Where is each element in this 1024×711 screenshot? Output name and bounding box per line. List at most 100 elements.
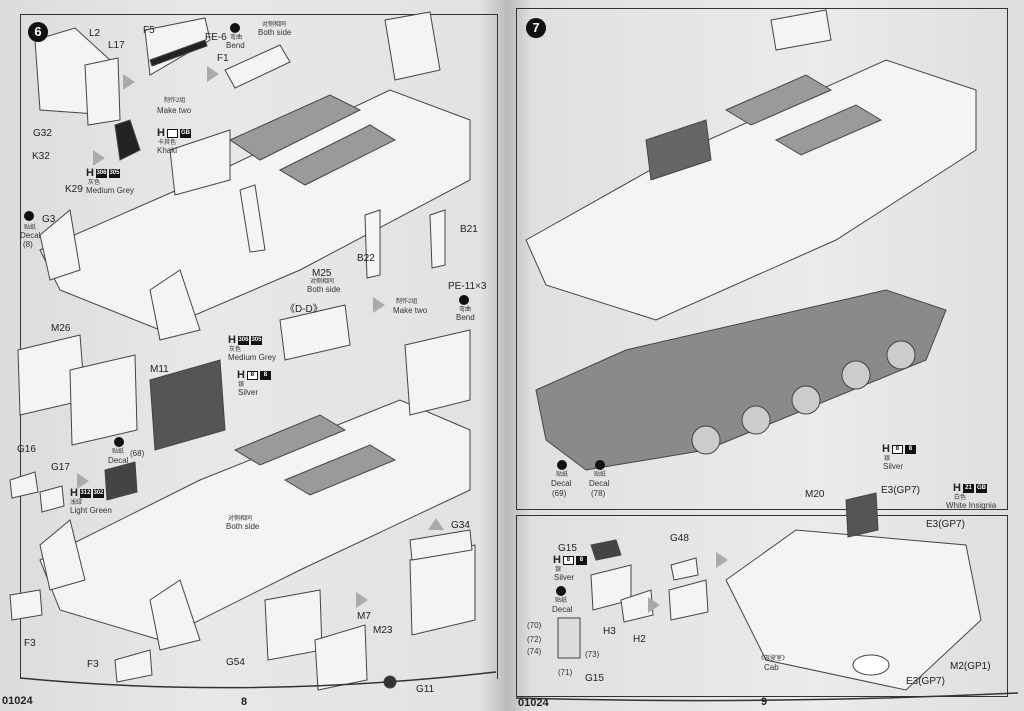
- part-FE6: [149, 39, 208, 67]
- catalog-code: 01024: [518, 697, 549, 709]
- lower-front-fender-right: [149, 579, 201, 651]
- part-label-F5: F5: [143, 25, 155, 36]
- bend-label-zh: 弯曲: [459, 307, 472, 313]
- part-G15-plate: [590, 539, 622, 561]
- step-frame-7: [516, 8, 1008, 510]
- part-label-G34: G34: [451, 520, 470, 531]
- decal-number-72: (72): [527, 635, 542, 644]
- lower-front-fender-left: [39, 519, 86, 591]
- road-wheel: [741, 405, 771, 435]
- medium-grey-label-zh: 灰色: [229, 347, 242, 353]
- assembly-arrow-icon: [77, 473, 89, 489]
- part-label-G16: G16: [17, 444, 36, 455]
- part-F3-right: [114, 649, 153, 683]
- cab-hatch-opening: [852, 654, 890, 676]
- part-label-L17: L17: [108, 40, 125, 51]
- assembly-arrow-icon: [207, 66, 219, 82]
- part-label-E3-GP7: E3(GP7): [881, 485, 920, 496]
- paint-chip-silver: H 8 8: [553, 554, 587, 566]
- paint-chip-silver: H 8 8: [882, 443, 916, 455]
- part-G48: [670, 557, 699, 581]
- part-label-B22: B22: [357, 253, 375, 264]
- part-label-E3-GP7: E3(GP7): [926, 519, 965, 530]
- paint-chip-light-green: H 312 302: [70, 487, 104, 499]
- decal-label-zh: 贴纸: [556, 472, 569, 478]
- road-wheel: [691, 425, 721, 455]
- cab-body: [725, 529, 982, 691]
- part-label-F3: F3: [87, 659, 99, 670]
- part-L17: [84, 57, 121, 126]
- page-number: 8: [241, 696, 248, 708]
- part-G34: [409, 529, 473, 561]
- upper-bracket: [239, 184, 266, 253]
- part-label-G48: G48: [670, 533, 689, 544]
- paint-chip-code: 21: [962, 483, 974, 493]
- electronic-panel: [149, 359, 226, 451]
- silver-label: Silver: [883, 462, 904, 471]
- cab-label-zh: 《驾驶室》: [758, 656, 789, 662]
- silver-label-zh: 银: [238, 382, 245, 388]
- part-label-G54: G54: [226, 657, 245, 668]
- make-two-label-zh: 制作2组: [396, 299, 418, 305]
- paint-chip-medium-grey-2: H 306 305: [228, 334, 262, 346]
- part-label-M25: M25: [312, 268, 332, 279]
- part-label-FE6: FE-6: [205, 32, 227, 43]
- part-label-H2: H2: [633, 634, 646, 645]
- light-green-label-zh: 浅绿: [70, 500, 83, 506]
- part-label-K32: K32: [32, 151, 50, 162]
- part-B21: [429, 209, 446, 269]
- white-insignia-label-zh: 白色: [954, 495, 967, 501]
- paint-chip-code: 312: [79, 488, 91, 498]
- step-frame-6: [20, 14, 498, 679]
- track-assembly: [535, 289, 947, 471]
- silver-label: Silver: [554, 573, 575, 582]
- paint-chip-khaki: H GB: [157, 127, 191, 139]
- step-number-badge: 6: [28, 22, 48, 42]
- paint-chip-code: 306: [95, 168, 107, 178]
- catalog-code: 01024: [2, 695, 33, 707]
- decal-icon: [556, 586, 566, 596]
- paint-chip-prefix: H: [882, 443, 890, 455]
- upper-engine-grille-1: [228, 94, 362, 161]
- decal-label-zh: 贴纸: [594, 472, 607, 478]
- paint-chip-code: 302: [92, 488, 104, 498]
- road-wheel: [841, 360, 871, 390]
- assembly-arrow-icon: [373, 297, 385, 313]
- engine-grille-2: [774, 104, 883, 156]
- g48-assembly: [668, 579, 709, 621]
- both-side-label-zh: 对侧相同: [262, 22, 287, 28]
- assembly-arrow-icon: [356, 592, 368, 608]
- paint-chip-code: 8: [891, 444, 903, 454]
- road-wheel: [791, 385, 821, 415]
- part-M11: [69, 354, 138, 446]
- part-label-M23: M23: [373, 625, 393, 636]
- lower-engine-grille-2: [283, 444, 397, 496]
- light-green-label: Light Green: [70, 506, 112, 515]
- paint-chip-code: 8: [259, 370, 271, 380]
- decal-label: Decal: [551, 479, 572, 488]
- bend-icon: [230, 23, 240, 33]
- part-label-G17: G17: [51, 462, 70, 473]
- decal-label-zh: 贴纸: [555, 598, 568, 604]
- paint-chip-code: 8: [246, 370, 258, 380]
- part-G54: [264, 589, 323, 661]
- cab-radio-box: [845, 492, 879, 538]
- decal-icon: [24, 211, 34, 221]
- road-wheel: [886, 340, 916, 370]
- paint-chip-prefix: H: [157, 127, 165, 139]
- decal-label: Decal: [589, 479, 610, 488]
- paint-chip-code: [166, 128, 178, 138]
- khaki-label-zh: 卡其色: [158, 140, 177, 146]
- decal-number-70: (70): [527, 621, 542, 630]
- make-two-label: Make two: [157, 106, 192, 115]
- paint-chip-prefix: H: [86, 167, 94, 179]
- part-label-G3: G3: [42, 214, 56, 225]
- part-G17: [39, 485, 65, 513]
- hull-assembly-drawing-step-6: [9, 11, 497, 691]
- part-label-M11: M11: [150, 364, 169, 375]
- page-bottom-rule: [515, 692, 1019, 702]
- page-number: 9: [761, 696, 768, 708]
- both-side-label: Both side: [226, 522, 260, 531]
- decal-number-74: (74): [527, 647, 542, 656]
- part-label-G32: G32: [33, 128, 52, 139]
